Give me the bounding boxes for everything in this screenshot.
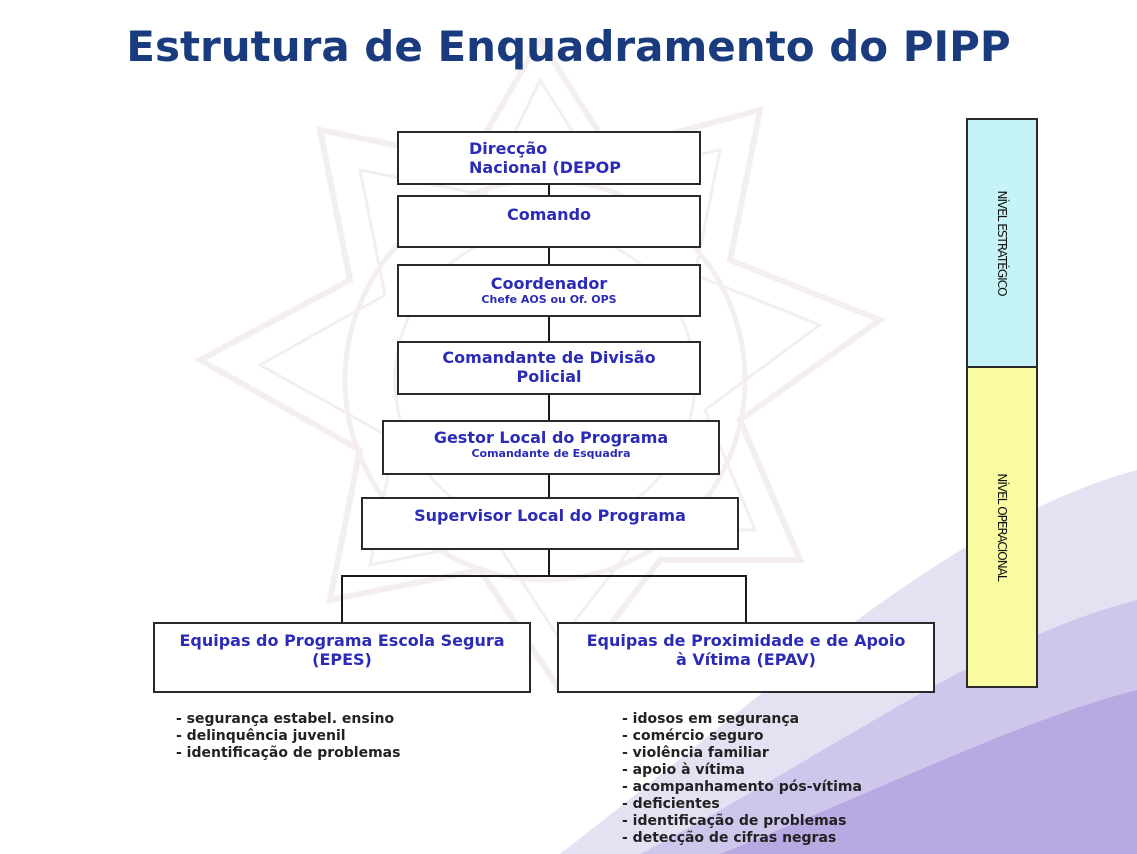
node-label: Gestor Local do Programa [433, 428, 669, 447]
list-item: - apoio à vítima [622, 762, 745, 778]
node-label: Comando [506, 205, 592, 224]
node-label: Comandante de Divisão Policial [442, 348, 656, 386]
connector-to-epes [341, 575, 343, 623]
node-label: Coordenador [490, 274, 608, 293]
connector-gestor-supervisor [548, 474, 550, 498]
level-operational-label: NÍVEL OPERACIONAL [995, 473, 1009, 581]
epav-items-list: - idosos em segurança - comércio seguro … [622, 711, 862, 847]
connector-divisao-gestor [548, 394, 550, 421]
node-coordenador: Coordenador Chefe AOS ou Of. OPS [397, 264, 701, 317]
slide-title: Estrutura de Enquadramento do PIPP [126, 22, 1011, 71]
epes-items-list: - segurança estabel. ensino - delinquênc… [176, 711, 400, 762]
list-item: - acompanhamento pós-vítima [622, 779, 862, 795]
node-sublabel: Chefe AOS ou Of. OPS [481, 293, 617, 306]
node-comando: Comando [397, 195, 701, 248]
connector-supervisor-split [548, 549, 550, 576]
level-operational: NÍVEL OPERACIONAL [966, 366, 1038, 688]
level-strategic: NÍVEL ESTRATÉGICO [966, 118, 1038, 368]
list-item: - comércio seguro [622, 728, 764, 744]
node-epav: Equipas de Proximidade e de Apoio à Víti… [557, 622, 935, 693]
node-label: Direcção Nacional (DEPOP [469, 139, 621, 177]
node-label: Equipas de Proximidade e de Apoio à Víti… [586, 631, 906, 669]
list-item: - violência familiar [622, 745, 769, 761]
list-item: - delinquência juvenil [176, 728, 346, 744]
connector-to-epav [745, 575, 747, 623]
connector-direccao-comando [548, 184, 550, 196]
connector-horizontal [341, 575, 747, 577]
list-item: - segurança estabel. ensino [176, 711, 395, 727]
list-item: - detecção de cifras negras [622, 830, 837, 846]
list-item: - identificação de problemas [622, 813, 847, 829]
node-label: Supervisor Local do Programa [414, 506, 686, 525]
node-gestor-local: Gestor Local do Programa Comandante de E… [382, 420, 720, 475]
list-item: - idosos em segurança [622, 711, 800, 727]
wave-dark [720, 690, 1137, 854]
node-sublabel: Comandante de Esquadra [471, 447, 631, 460]
connector-coordenador-divisao [548, 316, 550, 342]
node-direccao-nacional: Direcção Nacional (DEPOP [397, 131, 701, 185]
level-strategic-label: NÍVEL ESTRATÉGICO [995, 190, 1009, 296]
node-epes: Equipas do Programa Escola Segura (EPES) [153, 622, 531, 693]
node-supervisor-local: Supervisor Local do Programa [361, 497, 739, 550]
node-label: Equipas do Programa Escola Segura (EPES) [179, 631, 505, 669]
node-comandante-divisao: Comandante de Divisão Policial [397, 341, 701, 395]
list-item: - deficientes [622, 796, 720, 812]
connector-comando-coordenador [548, 247, 550, 265]
list-item: - identificação de problemas [176, 745, 401, 761]
